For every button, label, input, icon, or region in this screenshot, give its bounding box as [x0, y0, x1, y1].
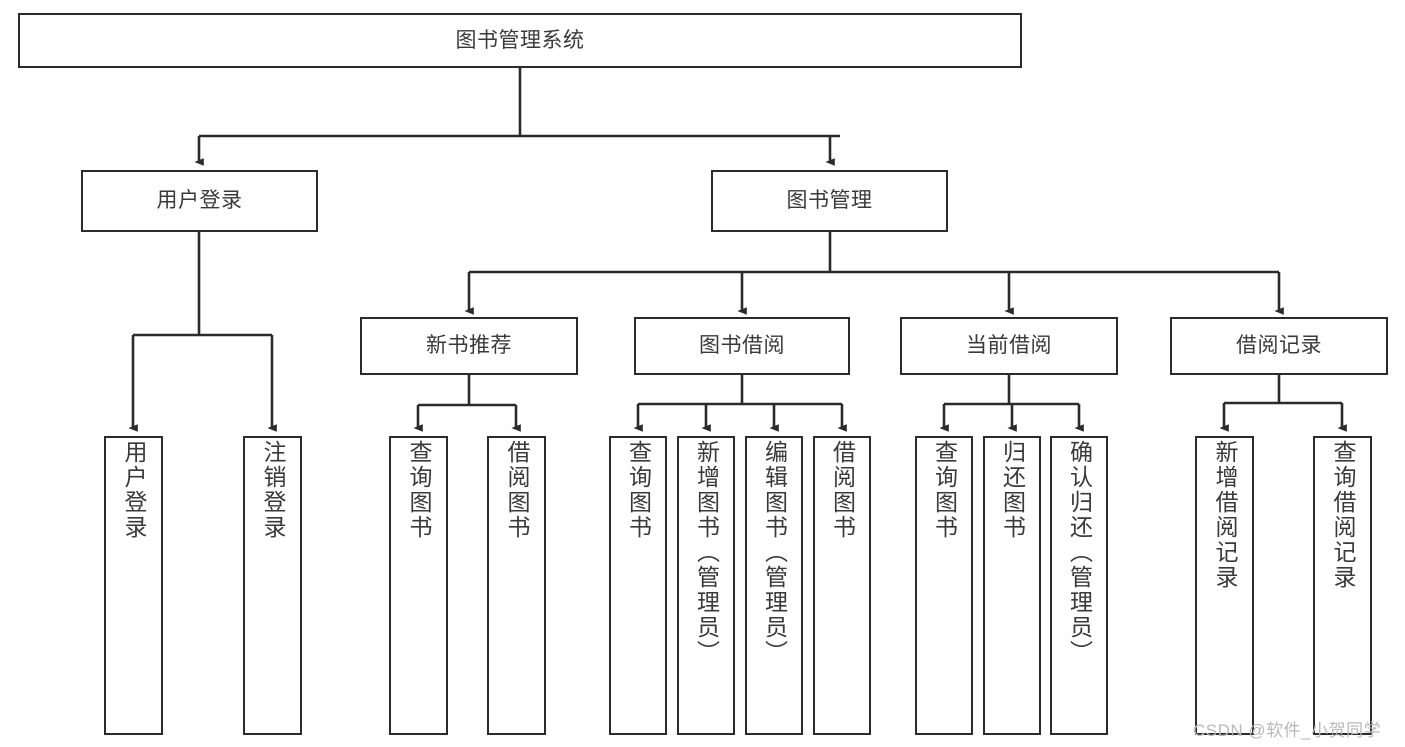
node-leaf-query-book-1[interactable]: 查询图书	[389, 436, 448, 735]
node-leaf-edit-book[interactable]: 编辑图书（管理员）	[745, 436, 803, 735]
node-leaf-query-book-3[interactable]: 查询图书	[915, 436, 973, 735]
node-book-borrow[interactable]: 图书借阅	[634, 317, 850, 375]
node-leaf-return-book-label: 归还图书	[999, 440, 1026, 540]
node-leaf-query-book-2-label: 查询图书	[625, 440, 652, 540]
node-borrow-record[interactable]: 借阅记录	[1170, 317, 1388, 375]
node-leaf-borrow-book-2-label: 借阅图书	[829, 440, 856, 540]
node-new-book-recommend[interactable]: 新书推荐	[360, 317, 578, 375]
node-leaf-query-book-1-label: 查询图书	[406, 440, 432, 540]
node-current-borrow-label: 当前借阅	[966, 334, 1052, 358]
node-book-manage[interactable]: 图书管理	[711, 170, 948, 232]
node-book-borrow-label: 图书借阅	[699, 334, 785, 358]
node-leaf-confirm-return-label: 确认归还（管理员）	[1066, 440, 1093, 665]
node-leaf-add-book-label: 新增图书（管理员）	[693, 440, 720, 665]
node-root[interactable]: 图书管理系统	[18, 13, 1022, 68]
node-leaf-add-record[interactable]: 新增借阅记录	[1195, 436, 1254, 735]
node-leaf-user-login[interactable]: 用户登录	[104, 436, 163, 735]
node-leaf-user-login-label: 用户登录	[121, 440, 147, 540]
node-leaf-query-record[interactable]: 查询借阅记录	[1313, 436, 1372, 735]
node-user-login-label: 用户登录	[156, 189, 243, 213]
node-leaf-borrow-book-1-label: 借阅图书	[504, 440, 530, 540]
node-current-borrow[interactable]: 当前借阅	[900, 317, 1118, 375]
node-leaf-return-book[interactable]: 归还图书	[983, 436, 1041, 735]
node-book-manage-label: 图书管理	[786, 189, 873, 213]
node-leaf-confirm-return[interactable]: 确认归还（管理员）	[1050, 436, 1108, 735]
node-leaf-query-book-2[interactable]: 查询图书	[609, 436, 667, 735]
node-borrow-record-label: 借阅记录	[1236, 334, 1322, 358]
node-leaf-query-record-label: 查询借阅记录	[1330, 440, 1356, 590]
node-leaf-borrow-book-2[interactable]: 借阅图书	[813, 436, 871, 735]
node-user-login[interactable]: 用户登录	[81, 170, 318, 232]
node-leaf-add-record-label: 新增借阅记录	[1212, 440, 1238, 590]
node-leaf-borrow-book-1[interactable]: 借阅图书	[487, 436, 546, 735]
node-leaf-add-book[interactable]: 新增图书（管理员）	[677, 436, 735, 735]
node-leaf-query-book-3-label: 查询图书	[931, 440, 958, 540]
node-root-label: 图书管理系统	[455, 28, 585, 52]
node-leaf-edit-book-label: 编辑图书（管理员）	[761, 440, 788, 665]
node-leaf-logout-login[interactable]: 注销登录	[243, 436, 302, 735]
node-new-book-recommend-label: 新书推荐	[426, 334, 512, 358]
csdn-watermark: CSDN @软件_小贺同学	[1193, 721, 1382, 740]
node-leaf-logout-login-label: 注销登录	[260, 440, 286, 540]
